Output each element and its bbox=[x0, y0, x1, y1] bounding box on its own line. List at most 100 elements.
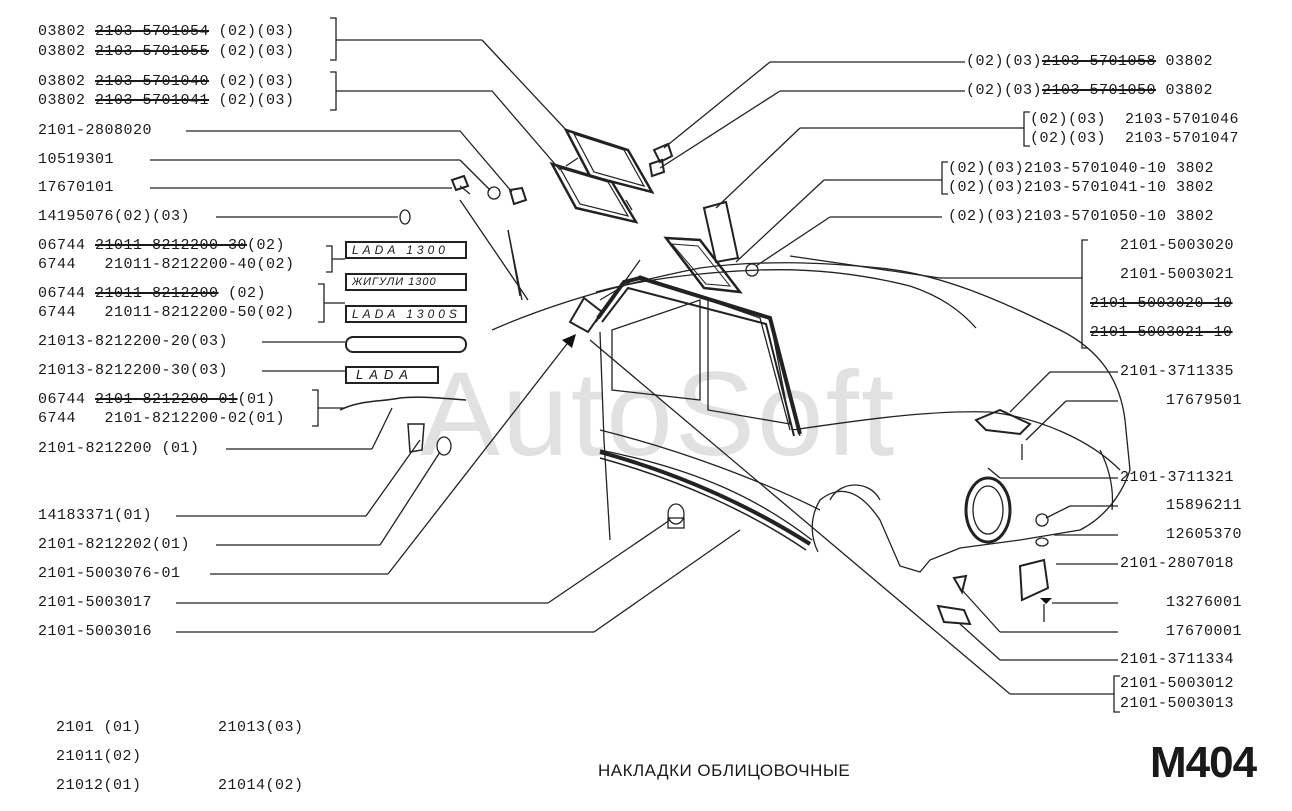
rod bbox=[507, 229, 523, 301]
bracket bbox=[1023, 111, 1030, 147]
part-label: 2101-5003017 bbox=[38, 594, 153, 611]
grommet-base bbox=[667, 517, 685, 529]
watermark: AutoSoft bbox=[420, 347, 897, 481]
leader-line bbox=[1009, 371, 1051, 413]
part-label: (02)(03) 2103-5701047 bbox=[1030, 130, 1240, 147]
pin bbox=[625, 199, 633, 211]
clip bbox=[652, 142, 674, 164]
window-frame-molding bbox=[601, 286, 795, 437]
vent-trim bbox=[558, 167, 630, 217]
car-body bbox=[491, 262, 1131, 573]
plug bbox=[436, 436, 452, 456]
screw-shank bbox=[459, 185, 471, 195]
part-label: 2101-8212202(01) bbox=[38, 536, 191, 553]
leader-line bbox=[589, 339, 1011, 695]
clip bbox=[745, 263, 759, 277]
side-molding bbox=[599, 457, 807, 551]
badge-frame bbox=[345, 366, 439, 384]
leader-line bbox=[663, 61, 771, 149]
part-label: 06744 2101-8212200-01(01) bbox=[38, 391, 276, 408]
part-label: 17670001 bbox=[1166, 623, 1243, 640]
side-vent-trim bbox=[702, 200, 740, 264]
side-vent-trim bbox=[670, 243, 732, 287]
sheet-code: M404 bbox=[1150, 738, 1257, 787]
badge-lada-1300s: LADA 1300S bbox=[352, 307, 461, 321]
leader-line bbox=[593, 529, 741, 633]
part-label: 6744 21011-8212200-40(02) bbox=[38, 256, 295, 273]
leader-line bbox=[387, 339, 571, 575]
leader-line bbox=[1025, 400, 1067, 441]
part-label: 2101-5003020 bbox=[1120, 237, 1235, 254]
badge-frame bbox=[345, 336, 467, 353]
part-label: 2101-5003012 bbox=[1120, 675, 1235, 692]
roof-corner-trim bbox=[568, 296, 604, 334]
car-sill bbox=[599, 449, 813, 541]
part-label: 21013-8212200-20(03) bbox=[38, 333, 229, 350]
part-label: 10519301 bbox=[38, 151, 115, 168]
part-label: 06744 21011-8212200 (02) bbox=[38, 285, 267, 302]
pin bbox=[565, 157, 579, 167]
leader-line bbox=[459, 130, 513, 193]
bracket-part bbox=[936, 604, 972, 626]
bracket-part bbox=[974, 408, 1032, 436]
leader-line bbox=[735, 179, 825, 263]
washer bbox=[1035, 537, 1049, 547]
sheet-title: НАКЛАДКИ ОБЛИЦОВОЧНЫЕ bbox=[598, 761, 851, 780]
part-label: 2101-5003020-10 bbox=[1090, 295, 1233, 312]
part-label: (02)(03)2103-5701058 03802 bbox=[966, 53, 1214, 70]
screw bbox=[450, 174, 470, 192]
badge-frame bbox=[345, 305, 467, 323]
grommet bbox=[667, 503, 685, 525]
leader-line bbox=[365, 439, 421, 517]
leader-line bbox=[371, 407, 393, 450]
part-label: 6744 21011-8212200-50(02) bbox=[38, 304, 295, 321]
side-vent-trim bbox=[663, 236, 743, 294]
bracket bbox=[312, 389, 319, 427]
bracket bbox=[318, 283, 325, 323]
leader-line bbox=[379, 451, 441, 546]
headlight-rim bbox=[972, 485, 1004, 535]
part-label: 2101-3711321 bbox=[1120, 469, 1235, 486]
vent-trim bbox=[549, 161, 639, 224]
car-front bbox=[1099, 449, 1114, 511]
vent-trim bbox=[572, 132, 646, 187]
part-label: 12605370 bbox=[1166, 526, 1243, 543]
badge-lada: LADA bbox=[356, 367, 414, 382]
part-label: 2101-3711335 bbox=[1120, 363, 1235, 380]
nut bbox=[1035, 513, 1049, 527]
part-label: 2101-5003013 bbox=[1120, 695, 1235, 712]
part-label: 17679501 bbox=[1166, 392, 1243, 409]
leader-line bbox=[459, 159, 491, 191]
part-label: 03802 2103-5701041 (02)(03) bbox=[38, 92, 295, 109]
part-label: 03802 2103-5701040 (02)(03) bbox=[38, 73, 295, 90]
part-label: (02)(03) 2103-5701046 bbox=[1030, 111, 1240, 128]
model-code: 21011(02) bbox=[56, 748, 142, 765]
badge-lada-1300: LADA 1300 bbox=[352, 243, 449, 257]
headlight-rim bbox=[964, 476, 1012, 544]
part-label: (02)(03)2103-5701041-10 3802 bbox=[948, 179, 1215, 196]
leader-line bbox=[987, 467, 1001, 479]
badge-frame bbox=[345, 241, 467, 259]
part-label: 03802 2103-5701054 (02)(03) bbox=[38, 23, 295, 40]
part-label: (02)(03)2103-5701050-10 3802 bbox=[948, 208, 1215, 225]
leader-line bbox=[755, 216, 831, 267]
part-label: 13276001 bbox=[1166, 594, 1243, 611]
clip bbox=[648, 158, 666, 178]
part-label: 2101-5003076-01 bbox=[38, 565, 181, 582]
part-label: 14183371(01) bbox=[38, 507, 153, 524]
vent-trim bbox=[563, 127, 655, 194]
part-label: 17670101 bbox=[38, 179, 115, 196]
leader-line bbox=[491, 90, 561, 171]
part-label: 2101-2807018 bbox=[1120, 555, 1235, 572]
badge-frame bbox=[345, 273, 467, 291]
bracket bbox=[330, 71, 337, 111]
car-hood bbox=[791, 411, 1121, 471]
car-roof bbox=[595, 269, 977, 329]
bracket bbox=[326, 245, 333, 273]
model-code: 21013(03) bbox=[218, 719, 304, 736]
car-door-edge bbox=[599, 331, 611, 541]
part-label: 2101-8212200 (01) bbox=[38, 440, 200, 457]
washer bbox=[487, 186, 501, 200]
model-code: 21014(02) bbox=[218, 777, 304, 794]
